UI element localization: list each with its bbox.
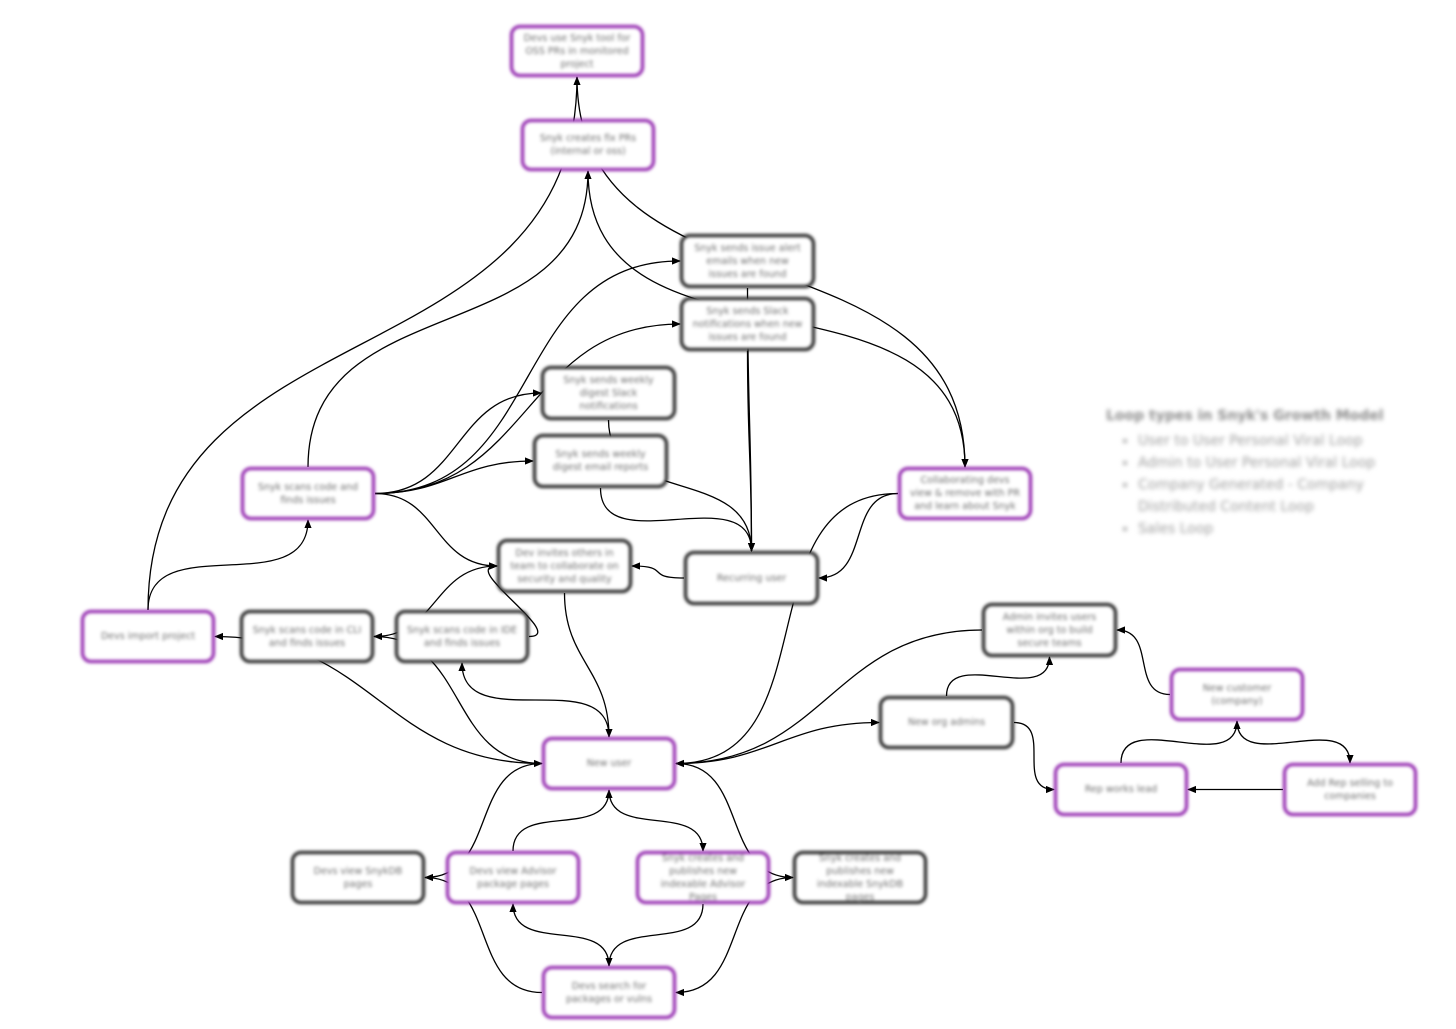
edge-n10-to-n9 [631,562,685,579]
legend-title: Loop types in Snyk's Growth Model [1106,408,1384,424]
edge-n15-to-n19 [1236,720,1354,764]
edge-n7-to-n3 [374,257,681,495]
node-n24: Devs search for packages or vulns [542,966,676,1019]
edge-n7-to-n2 [307,170,592,468]
edge-n18-to-n15 [1120,720,1241,764]
edge-n6-to-n10 [599,487,756,552]
edge-n17-to-n16 [675,718,880,765]
edge-n9-to-n17 [563,592,613,738]
node-n11: Devs import project [81,610,215,663]
node-n10: Recurring user [684,551,819,605]
node-n17: New user [542,737,676,790]
node-n6: Snyk sends weekly digest email reports [533,434,668,488]
node-n21: Devs view Advisor package pages [446,851,580,904]
edge-n7-to-n5 [374,389,542,495]
node-n20: Devs view SnykDB pages [291,851,425,904]
edge-n7-to-n9 [374,492,498,570]
edge-n13-to-n9 [487,562,539,638]
edge-n12-to-n9 [373,562,498,638]
node-n9: Dev invites others in team to collaborat… [497,539,632,593]
node-n1: Devs use Snyk tool for OSS PRs in monito… [510,25,644,77]
edge-n7-to-n6 [374,457,534,495]
edge-n8-to-n17 [675,492,899,768]
edge-n8-to-n10 [818,492,899,582]
edge-n16-to-n14 [945,656,1054,697]
node-n2: Snyk creates fix PRs (internal or oss) [521,119,655,171]
node-n12: Snyk scans code in CLI and finds issues [240,610,374,663]
node-n19: Add Rep selling to companies [1283,763,1417,816]
node-n18: Rep works lead [1054,763,1188,816]
node-n4: Snyk sends Slack notifications when new … [680,297,815,351]
edge-n22-to-n24 [605,903,704,967]
node-n15: New customer (company) [1170,668,1304,721]
node-n22: Snyk creates and publishes new indexable… [636,851,770,904]
node-n23: Snyk creates and publishes new indexable… [793,851,927,904]
node-n8: Collaborating devs view & remove with PR… [898,467,1032,520]
edge-n14-to-n17 [675,629,983,768]
node-n16: New org admins [879,696,1014,749]
legend-list: User to User Personal Viral Loop Admin t… [1106,430,1406,540]
edge-n11-to-n7 [147,519,312,611]
node-n5: Snyk sends weekly digest Slack notificat… [541,366,676,420]
edge-n24-to-n21 [509,903,610,967]
legend-item-admin-to-user: Admin to User Personal Viral Loop [1138,452,1406,474]
edge-n21-to-n17 [512,789,613,852]
node-n3: Snyk sends issue alert emails when new i… [680,234,815,288]
edge-n16-to-n18 [1013,721,1055,794]
edge-n15-to-n14 [1116,626,1171,696]
legend: Loop types in Snyk's Growth Model User t… [1106,408,1406,540]
edge-n4-to-n10 [746,350,756,552]
legend-item-user-to-user: User to User Personal Viral Loop [1138,430,1406,452]
legend-item-sales-loop: Sales Loop [1138,518,1406,540]
node-n14: Admin invites users within org to build … [982,603,1117,657]
edge-n17-to-n22 [608,789,707,852]
node-n13: Snyk scans code in IDE and finds issues [395,610,529,663]
edge-n11-to-n1 [147,76,581,611]
legend-item-content-loop: Company Generated - Company Distributed … [1138,474,1406,518]
edge-n17-to-n13 [458,662,610,738]
node-n7: Snyk scans code and finds issues [241,467,375,520]
